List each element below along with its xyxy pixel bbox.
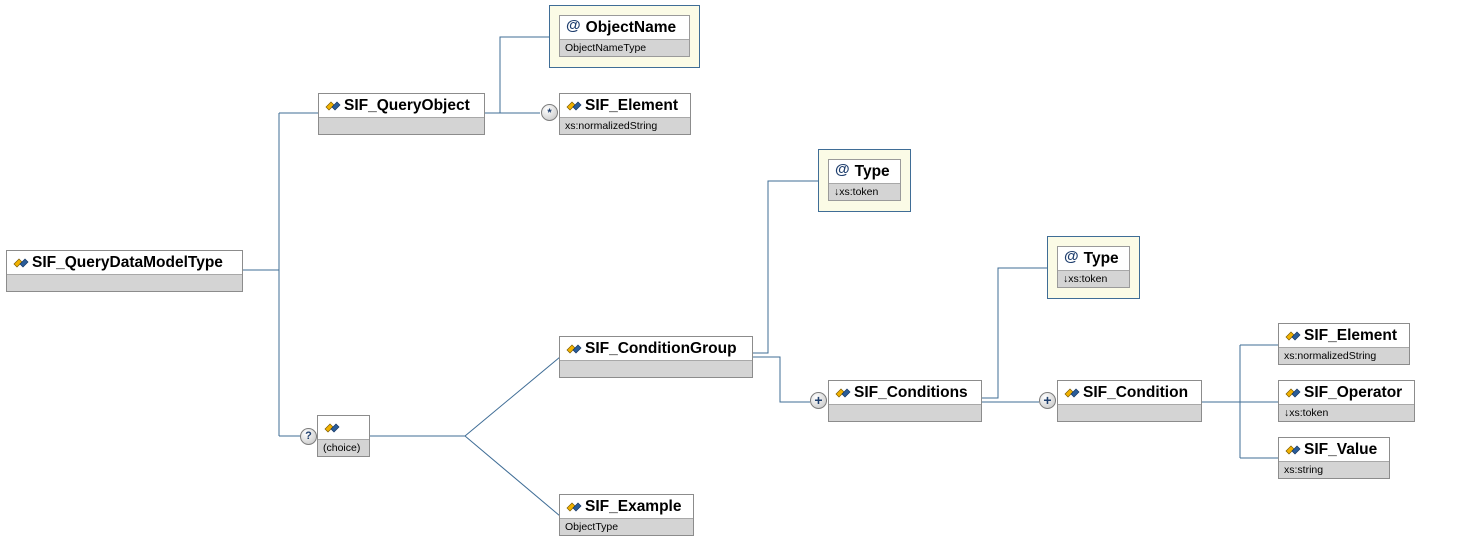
element-icon xyxy=(566,502,582,511)
conditions-node[interactable]: SIF_Conditions xyxy=(828,380,982,422)
element-icon xyxy=(1064,388,1080,397)
repeat-star-badge[interactable]: * xyxy=(541,104,558,121)
element-icon xyxy=(324,423,340,432)
element-icon xyxy=(1285,388,1301,397)
node-type: xs:normalizedString xyxy=(560,117,690,134)
element-icon xyxy=(1285,331,1301,340)
element-icon xyxy=(566,101,582,110)
node-type: ObjectType xyxy=(560,518,693,535)
query-object-node[interactable]: SIF_QueryObject xyxy=(318,93,485,135)
node-type: ObjectNameType xyxy=(560,39,689,56)
node-type: xs:normalizedString xyxy=(1279,347,1409,364)
node-name: SIF_Value xyxy=(1304,440,1378,458)
root-type-node[interactable]: SIF_QueryDataModelType xyxy=(6,250,243,292)
attribute-at-icon: @ xyxy=(1064,248,1079,265)
node-name: Type xyxy=(1083,249,1119,267)
node-name: SIF_Element xyxy=(1304,326,1398,344)
element-icon xyxy=(1285,445,1301,454)
node-name: SIF_Element xyxy=(585,96,679,114)
node-type xyxy=(319,117,484,134)
node-name: SIF_ConditionGroup xyxy=(585,339,737,357)
condition-value-node[interactable]: SIF_Value xs:string xyxy=(1278,437,1390,479)
condition-node[interactable]: SIF_Condition xyxy=(1057,380,1202,422)
node-name: SIF_Condition xyxy=(1083,383,1189,401)
attribute-at-icon: @ xyxy=(566,17,581,34)
node-type: ↓xs:token xyxy=(829,183,900,200)
conditions-type-attribute-group: @Type ↓xs:token xyxy=(1047,236,1140,299)
node-type: xs:string xyxy=(1279,461,1389,478)
element-icon xyxy=(13,258,29,267)
node-type: ↓xs:token xyxy=(1058,270,1129,287)
object-name-attribute-group: @ObjectName ObjectNameType xyxy=(549,5,700,68)
expand-plus-badge[interactable]: + xyxy=(810,392,827,409)
element-icon xyxy=(835,388,851,397)
condition-group-type-attribute-group: @Type ↓xs:token xyxy=(818,149,911,212)
condition-group-type-attribute-node[interactable]: @Type ↓xs:token xyxy=(828,159,901,201)
node-type xyxy=(1058,404,1201,421)
conditions-type-attribute-node[interactable]: @Type ↓xs:token xyxy=(1057,246,1130,288)
condition-element-node[interactable]: SIF_Element xs:normalizedString xyxy=(1278,323,1410,365)
node-type: (choice) xyxy=(318,439,369,456)
condition-group-node[interactable]: SIF_ConditionGroup xyxy=(559,336,753,378)
element-icon xyxy=(325,101,341,110)
node-type xyxy=(829,404,981,421)
object-name-attribute-node[interactable]: @ObjectName ObjectNameType xyxy=(559,15,690,57)
node-name: SIF_QueryObject xyxy=(344,96,470,114)
condition-operator-node[interactable]: SIF_Operator ↓xs:token xyxy=(1278,380,1415,422)
node-name: SIF_Conditions xyxy=(854,383,968,401)
node-name: Type xyxy=(854,162,890,180)
query-element-node[interactable]: SIF_Element xs:normalizedString xyxy=(559,93,691,135)
node-type xyxy=(7,274,242,291)
node-name: SIF_QueryDataModelType xyxy=(32,253,223,271)
optional-question-badge[interactable]: ? xyxy=(300,428,317,445)
expand-plus-badge[interactable]: + xyxy=(1039,392,1056,409)
node-type xyxy=(560,360,752,377)
choice-node[interactable]: (choice) xyxy=(317,415,370,457)
element-icon xyxy=(566,344,582,353)
node-name: SIF_Operator xyxy=(1304,383,1403,401)
node-type: ↓xs:token xyxy=(1279,404,1414,421)
example-node[interactable]: SIF_Example ObjectType xyxy=(559,494,694,536)
attribute-at-icon: @ xyxy=(835,161,850,178)
node-name: SIF_Example xyxy=(585,497,682,515)
node-name: ObjectName xyxy=(585,18,677,36)
